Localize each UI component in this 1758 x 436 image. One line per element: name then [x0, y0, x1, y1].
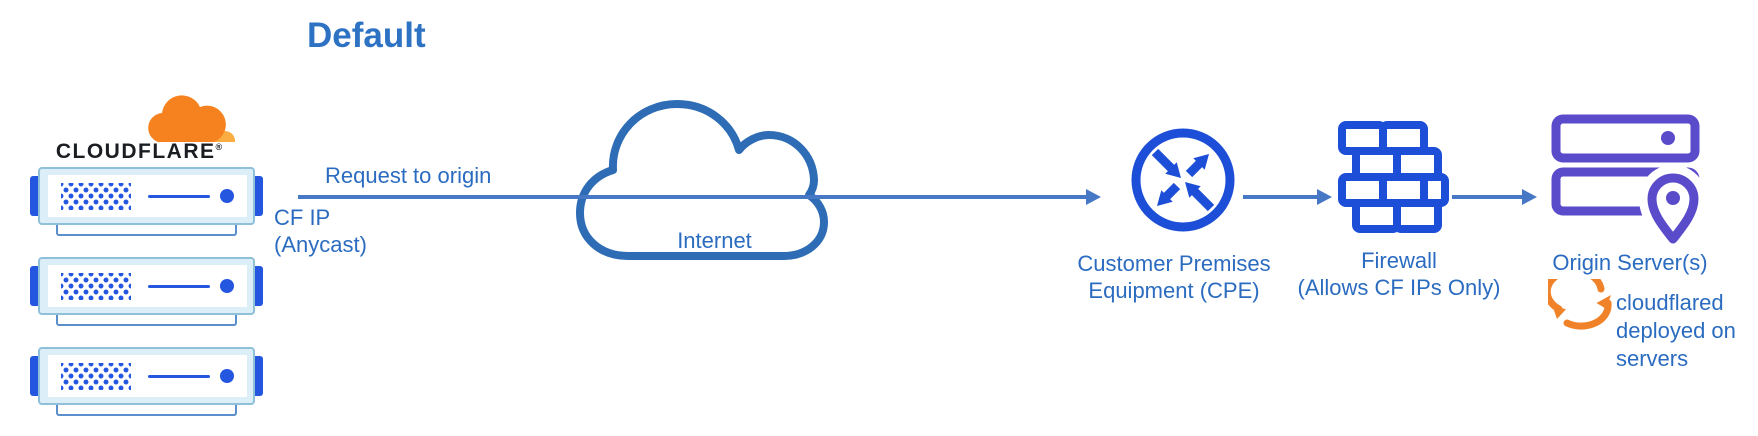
firewall-to-origin-line	[1452, 195, 1524, 199]
cloudflared-note: cloudflared deployed on servers	[1616, 289, 1736, 373]
internet-label: Internet	[677, 228, 752, 253]
server-body	[38, 167, 255, 225]
cloudflared-sync-icon	[1548, 279, 1612, 330]
server-body	[38, 257, 255, 315]
server-slot-line	[148, 194, 210, 198]
cpe-label: Customer Premises Equipment (CPE)	[1059, 250, 1289, 304]
request-arrowhead-icon	[1086, 189, 1101, 205]
server-base	[56, 225, 237, 236]
cpe-to-firewall-arrowhead-icon	[1317, 189, 1332, 205]
server-base	[56, 315, 237, 326]
server-front-panel	[48, 175, 247, 217]
diagram-title: Default	[307, 16, 426, 55]
server-slot-line	[148, 374, 210, 378]
cloudflare-server-rack-1	[30, 167, 263, 239]
server-body	[38, 347, 255, 405]
server-front-panel	[48, 355, 247, 397]
server-vent-dots	[61, 272, 131, 300]
internet-cloud-icon	[576, 100, 828, 260]
server-power-dot	[220, 369, 234, 383]
registered-trademark: ®	[215, 142, 223, 152]
cloudflare-wordmark-text: CLOUDFLARE	[55, 140, 216, 163]
server-vent-dots	[61, 362, 131, 390]
cpe-label-line1: Customer Premises	[1077, 251, 1271, 276]
origin-server-icon	[1551, 114, 1702, 245]
server-power-dot	[220, 279, 234, 293]
location-pin-icon	[1647, 173, 1699, 244]
server-power-dot	[220, 189, 234, 203]
cloudflared-note-line2: deployed on	[1616, 318, 1736, 343]
server-front-panel	[48, 265, 247, 307]
cloudflared-note-line1: cloudflared	[1616, 290, 1724, 315]
firewall-label: Firewall (Allows CF IPs Only)	[1284, 247, 1514, 301]
cloudflare-server-rack-3	[30, 347, 263, 419]
cpe-label-line2: Equipment (CPE)	[1088, 278, 1260, 303]
cf-ip-line1: CF IP	[274, 205, 331, 230]
request-to-origin-label: Request to origin	[325, 163, 492, 188]
firewall-to-origin-arrowhead-icon	[1522, 189, 1537, 205]
cpe-to-firewall-line	[1243, 195, 1319, 199]
cf-ip-line2: (Anycast)	[274, 232, 367, 257]
firewall-brick-icon	[1338, 121, 1449, 233]
firewall-label-line2: (Allows CF IPs Only)	[1297, 275, 1501, 300]
server-vent-dots	[61, 182, 131, 210]
cpe-router-icon	[1131, 128, 1235, 232]
request-to-origin-line	[298, 195, 1086, 199]
cloudflare-wordmark: CLOUDFLARE®	[36, 140, 242, 164]
server-slot-line	[148, 284, 210, 288]
server-base	[56, 405, 237, 416]
cloudflared-note-line3: servers	[1616, 346, 1689, 371]
firewall-label-line1: Firewall	[1361, 248, 1437, 273]
origin-server-label: Origin Server(s)	[1552, 250, 1708, 275]
cloudflare-server-rack-2	[30, 257, 263, 329]
cloudflare-logo-icon	[148, 95, 236, 142]
cf-ip-anycast-label: CF IP (Anycast)	[274, 204, 367, 258]
